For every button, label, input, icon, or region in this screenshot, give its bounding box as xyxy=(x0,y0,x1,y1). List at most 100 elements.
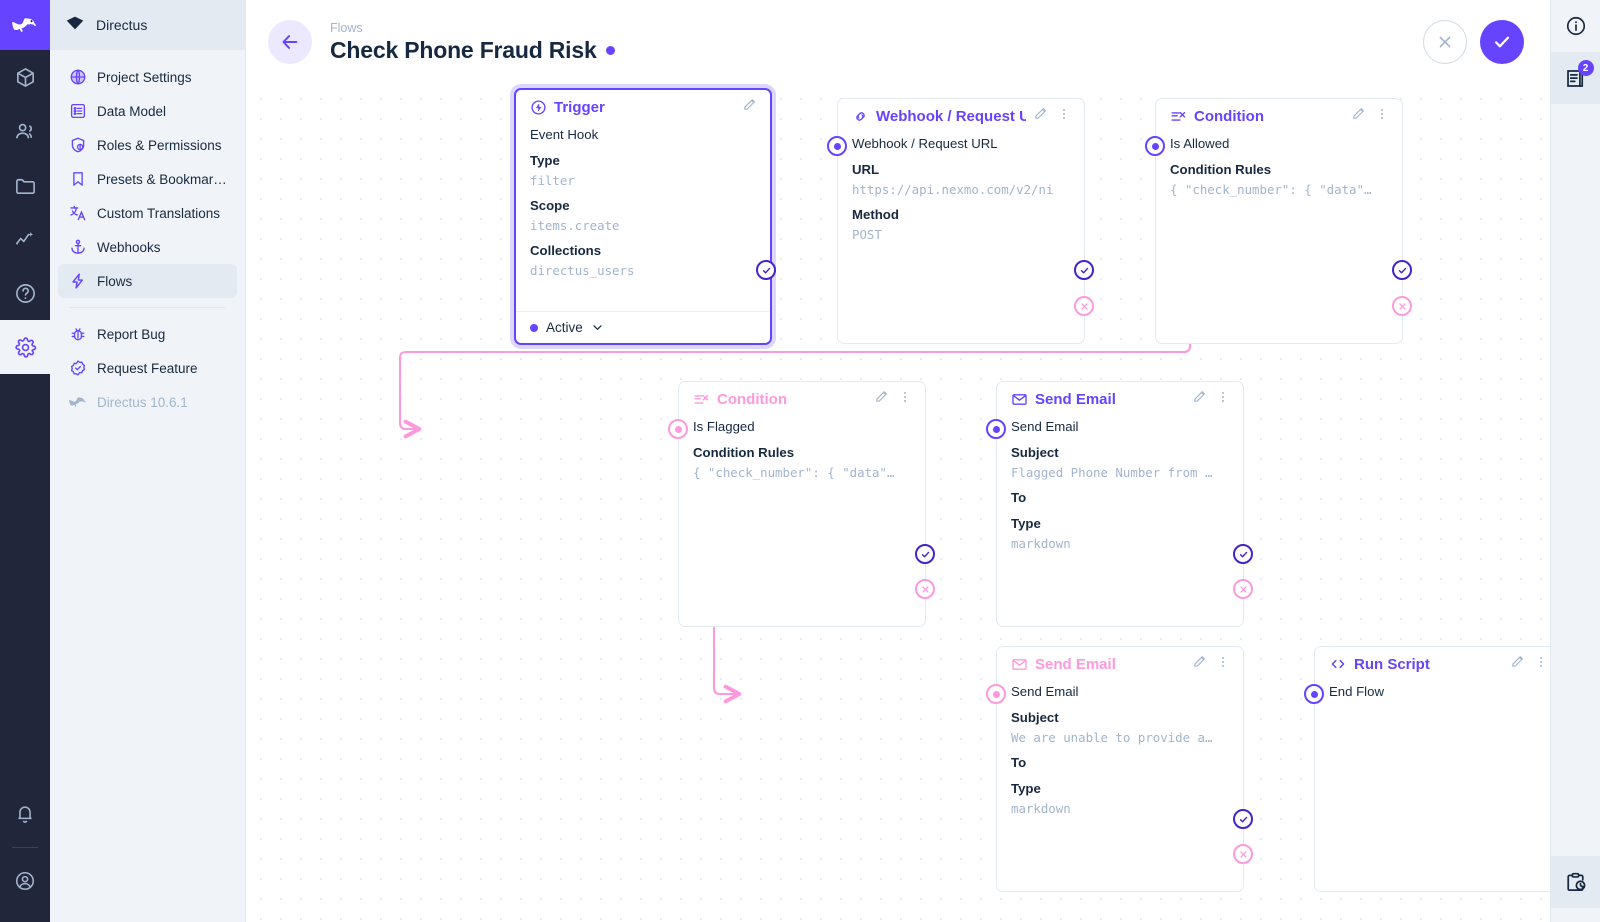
node-field-key: Condition Rules xyxy=(693,445,795,460)
module-user-directory[interactable] xyxy=(0,104,50,158)
port-reject-condition-is-flagged[interactable] xyxy=(915,579,935,599)
module-documentation[interactable] xyxy=(0,266,50,320)
more-options-icon[interactable] xyxy=(1215,654,1231,675)
flow-node-send-email-flagged[interactable]: Send Email Send Email Subject Flagged Ph… xyxy=(996,381,1244,627)
edit-pencil-icon[interactable] xyxy=(1510,654,1526,675)
module-settings[interactable] xyxy=(0,320,50,374)
nav-items-list: Project Settings Data Model Roles & Perm… xyxy=(50,50,245,419)
node-title: Send Email xyxy=(1035,655,1116,673)
sidebar-item-request-feature[interactable]: Request Feature xyxy=(58,351,237,385)
sidebar-item-flows[interactable]: Flows xyxy=(58,264,237,298)
port-resolve-condition-is-flagged[interactable] xyxy=(915,544,935,564)
port-reject-send-email-unable[interactable] xyxy=(1233,844,1253,864)
module-file-library[interactable] xyxy=(0,158,50,212)
edit-pencil-icon[interactable] xyxy=(1192,389,1208,410)
flow-status-dot xyxy=(605,45,615,55)
directus-rabbit-logo[interactable] xyxy=(0,0,50,50)
flow-node-send-email-unable[interactable]: Send Email Send Email Subject We are una… xyxy=(996,646,1244,892)
bookmark-icon xyxy=(68,170,87,189)
edit-pencil-icon[interactable] xyxy=(1192,654,1208,675)
node-header: Send Email xyxy=(997,382,1243,416)
project-switcher[interactable]: Directus xyxy=(50,0,245,50)
flow-logs-button[interactable]: 2 xyxy=(1550,52,1600,104)
edit-pencil-icon[interactable] xyxy=(1033,106,1049,127)
sidebar-item-label: Report Bug xyxy=(97,326,166,342)
flow-node-trigger[interactable]: Trigger Event Hook Type filter Scope ite… xyxy=(514,88,772,345)
module-bar xyxy=(0,0,50,922)
node-field-value: { "check_number": { "data"… xyxy=(693,465,895,480)
port-input-run-script[interactable] xyxy=(1304,684,1324,704)
node-body: Webhook / Request URL URL https://api.ne… xyxy=(838,133,1084,254)
sidebar-item-presets-bookmarks[interactable]: Presets & Bookmar… xyxy=(58,162,237,196)
logs-badge-count: 2 xyxy=(1577,60,1594,76)
node-field-key: To xyxy=(1011,755,1027,770)
port-resolve-condition-is-allowed[interactable] xyxy=(1392,260,1412,280)
flow-node-run-script[interactable]: Run Script End Flow xyxy=(1314,646,1550,892)
node-header-actions xyxy=(1192,654,1231,675)
node-status-footer[interactable]: Active xyxy=(516,311,770,343)
cancel-button[interactable] xyxy=(1423,20,1467,64)
breadcrumb[interactable]: Flows xyxy=(330,20,363,35)
port-reject-condition-is-allowed[interactable] xyxy=(1392,296,1412,316)
port-resolve-send-email-flagged[interactable] xyxy=(1233,544,1253,564)
node-title: Condition xyxy=(717,390,787,408)
edit-pencil-icon[interactable] xyxy=(1351,106,1367,127)
flow-node-condition-is-allowed[interactable]: Condition Is Allowed Condition Rules { "… xyxy=(1155,98,1403,344)
port-input-webhook[interactable] xyxy=(827,136,847,156)
back-button[interactable] xyxy=(268,20,312,64)
port-reject-send-email-flagged[interactable] xyxy=(1233,579,1253,599)
chevron-down-icon[interactable] xyxy=(591,321,604,334)
status-label: Active xyxy=(546,320,583,335)
node-field-value: { "check_number": { "data"… xyxy=(1170,182,1372,197)
node-body: Event Hook Type filter Scope items.creat… xyxy=(516,124,770,290)
port-input-condition-is-allowed[interactable] xyxy=(1145,136,1165,156)
more-options-icon[interactable] xyxy=(1533,654,1549,675)
sidebar-item-roles-permissions[interactable]: Roles & Permissions xyxy=(58,128,237,162)
sidebar-item-custom-translations[interactable]: Custom Translations xyxy=(58,196,237,230)
port-input-send-email-flagged[interactable] xyxy=(986,419,1006,439)
sidebar-item-label: Webhooks xyxy=(97,239,161,255)
code-brackets-icon xyxy=(1329,655,1347,673)
status-badge-dot xyxy=(530,323,538,332)
more-options-icon[interactable] xyxy=(897,389,913,410)
save-button[interactable] xyxy=(1480,20,1524,64)
sidebar-item-label: Flows xyxy=(97,273,133,289)
more-options-icon[interactable] xyxy=(1056,106,1072,127)
port-resolve-trigger[interactable] xyxy=(756,260,776,280)
activity-log-button[interactable] xyxy=(1550,856,1600,908)
header-actions xyxy=(1423,20,1524,64)
sidebar-item-webhooks[interactable]: Webhooks xyxy=(58,230,237,264)
module-insights[interactable] xyxy=(0,212,50,266)
sidebar-divider xyxy=(70,307,225,308)
more-options-icon[interactable] xyxy=(1374,106,1390,127)
node-field-key: Collections xyxy=(530,243,602,258)
notifications-button[interactable] xyxy=(0,787,50,841)
node-field-key: Type xyxy=(1011,516,1041,531)
filter-condition-icon xyxy=(1170,108,1187,125)
port-reject-webhook[interactable] xyxy=(1074,296,1094,316)
port-resolve-send-email-unable[interactable] xyxy=(1233,809,1253,829)
user-account-button[interactable] xyxy=(0,854,50,908)
edit-pencil-icon[interactable] xyxy=(742,97,758,118)
module-content[interactable] xyxy=(0,50,50,104)
directus-rabbit-icon xyxy=(68,393,87,412)
node-body: Send Email Subject We are unable to prov… xyxy=(997,681,1243,828)
more-options-icon[interactable] xyxy=(1215,389,1231,410)
node-field-value: markdown xyxy=(1011,536,1071,551)
node-field-key: Send Email xyxy=(1011,419,1079,434)
bolt-icon xyxy=(68,272,87,291)
sidebar-item-data-model[interactable]: Data Model xyxy=(58,94,237,128)
module-bar-bottom xyxy=(0,787,50,922)
flow-node-condition-is-flagged[interactable]: Condition Is Flagged Condition Rules { "… xyxy=(678,381,926,627)
info-sidebar-button[interactable] xyxy=(1551,0,1600,52)
port-input-send-email-unable[interactable] xyxy=(986,684,1006,704)
sidebar-item-project-settings[interactable]: Project Settings xyxy=(58,60,237,94)
node-body: Send Email Subject Flagged Phone Number … xyxy=(997,416,1243,563)
flow-node-webhook[interactable]: Webhook / Request U Webhook / Request UR… xyxy=(837,98,1085,344)
port-input-condition-is-flagged[interactable] xyxy=(668,419,688,439)
sidebar-item-report-bug[interactable]: Report Bug xyxy=(58,317,237,351)
node-field-value: We are unable to provide a… xyxy=(1011,730,1213,745)
port-resolve-webhook[interactable] xyxy=(1074,260,1094,280)
edit-pencil-icon[interactable] xyxy=(874,389,890,410)
